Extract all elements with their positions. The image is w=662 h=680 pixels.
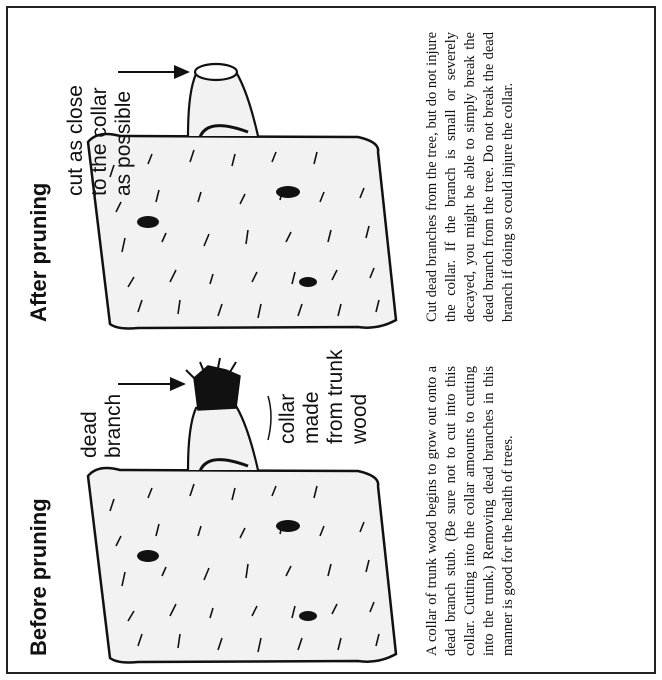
before-pruning-panel: Before pruning (8, 342, 658, 676)
after-pruning-panel: After pruning (8, 8, 658, 342)
collar-label: collar made from trunk wood (276, 342, 372, 444)
before-collar-bracket (268, 396, 271, 440)
diagram-frame: Before pruning (6, 6, 656, 674)
dead-branch-label: dead branch (78, 342, 126, 458)
before-pruning-title: Before pruning (26, 498, 52, 656)
after-pruning-title: After pruning (26, 183, 52, 322)
after-pruning-caption: Cut dead branches from the tree, but do … (423, 32, 518, 322)
cut-instruction-label: cut as close to the collar as possible (64, 85, 136, 196)
rotated-diagram-canvas: Before pruning (8, 8, 658, 676)
before-pruning-caption: A collar of trunk wood begins to grow ou… (423, 366, 518, 656)
before-dead-branch (194, 366, 240, 410)
after-cut-surface (195, 64, 237, 80)
before-trunk (88, 468, 396, 663)
